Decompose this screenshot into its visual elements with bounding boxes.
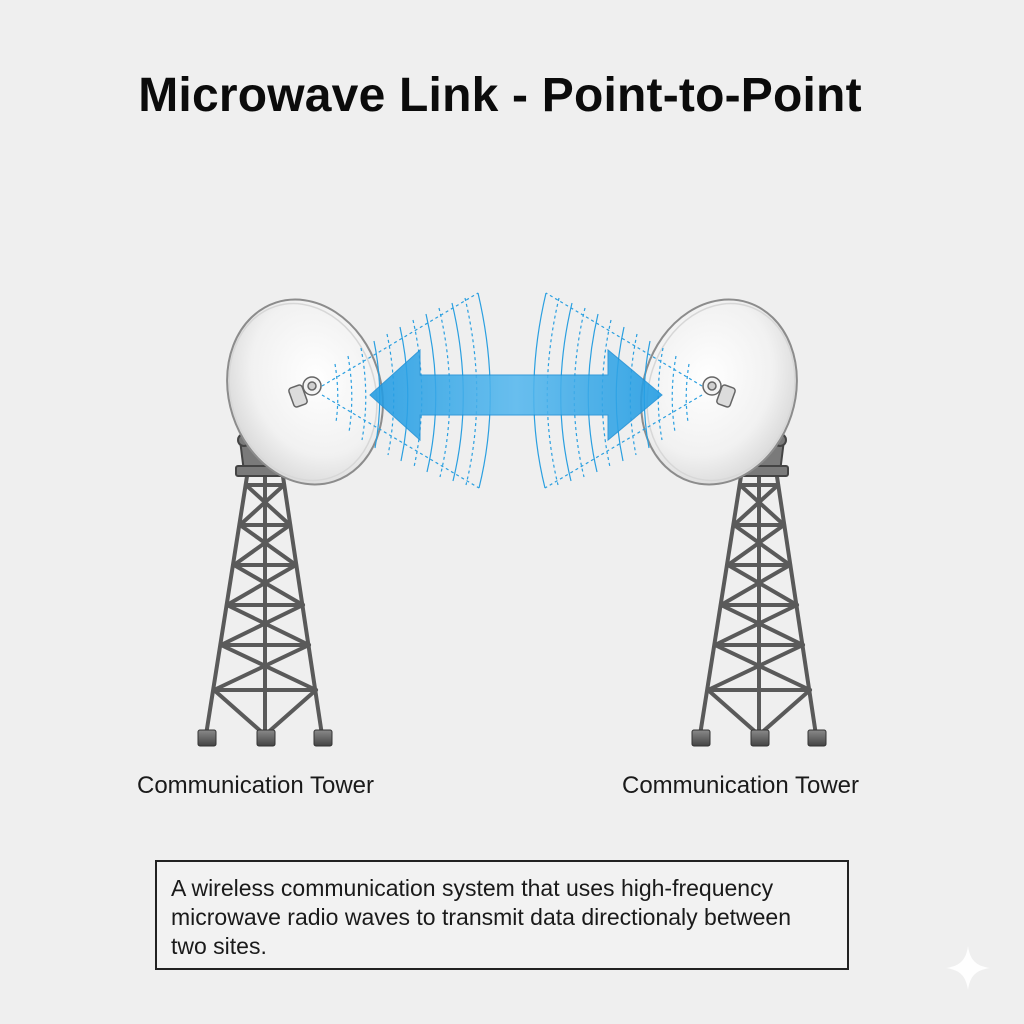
left-feed-horn — [288, 376, 322, 408]
left-tower-label: Communication Tower — [137, 772, 374, 799]
right-tower-feet — [691, 729, 827, 747]
right-dish — [640, 298, 798, 486]
sparkle-icon — [946, 946, 990, 990]
description-box: A wireless communication system that use… — [155, 860, 849, 970]
right-tower-label: Communication Tower — [622, 772, 859, 799]
left-tower-lattice — [204, 468, 324, 737]
double-arrow-icon — [369, 348, 663, 442]
left-tower — [197, 292, 491, 747]
description-text: A wireless communication system that use… — [171, 875, 792, 959]
right-feed-horn — [702, 376, 736, 408]
left-tower-feet — [197, 729, 333, 747]
right-tower-lattice — [698, 468, 818, 737]
page-title: Microwave Link - Point-to-Point — [138, 69, 862, 122]
right-tower — [533, 292, 827, 747]
left-dish — [226, 298, 384, 486]
